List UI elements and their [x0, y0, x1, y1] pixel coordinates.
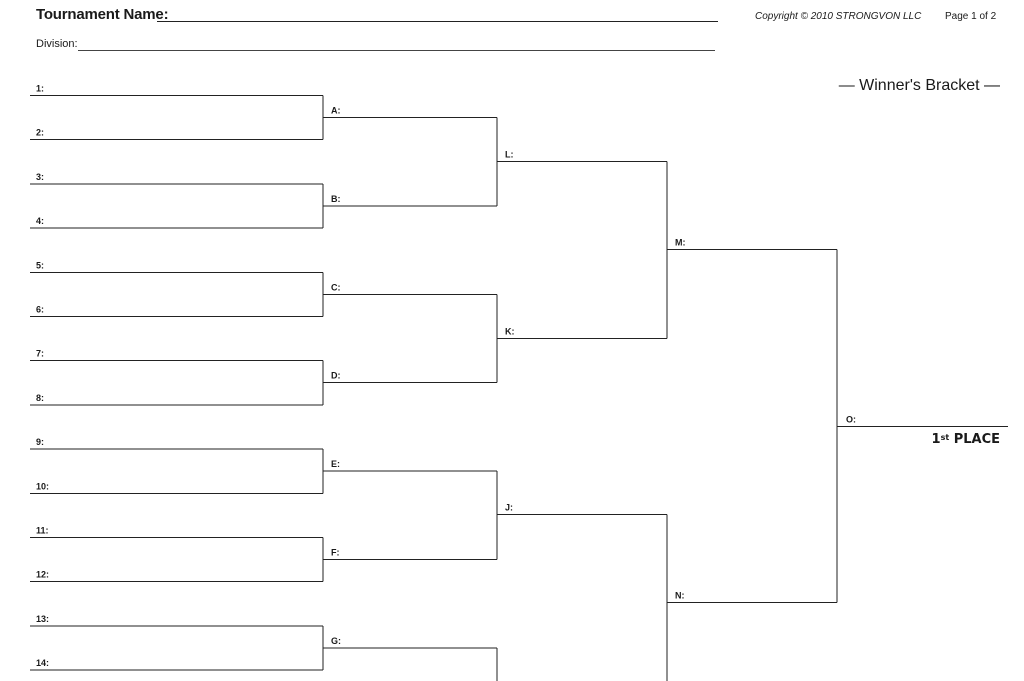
round4-slot-label[interactable]: N:: [675, 591, 685, 601]
round3-slot-label[interactable]: J:: [505, 503, 513, 513]
tournament-name-label: Tournament Name:: [36, 6, 169, 23]
tournament-name-field[interactable]: [157, 21, 718, 22]
page-indicator: Page 1 of 2: [945, 11, 997, 22]
round2-slot-label[interactable]: A:: [331, 106, 341, 116]
place-rank: 1: [931, 432, 941, 447]
entrant-slot-label[interactable]: 12:: [36, 570, 49, 580]
round2-slot-label[interactable]: F:: [331, 548, 340, 558]
entrant-slot-label[interactable]: 3:: [36, 172, 44, 182]
round3-slot-label[interactable]: K:: [505, 327, 515, 337]
entrant-slot-label[interactable]: 7:: [36, 349, 44, 359]
place-suffix: st: [940, 433, 950, 442]
round4-slot-label[interactable]: M:: [675, 238, 686, 248]
entrant-slot-label[interactable]: 1:: [36, 84, 44, 94]
entrant-slot-label[interactable]: 5:: [36, 260, 44, 270]
entrant-slot-label[interactable]: 8:: [36, 393, 44, 403]
round2-slot-label[interactable]: G:: [331, 636, 341, 646]
division-label: Division:: [36, 38, 78, 50]
round2-slot-label[interactable]: D:: [331, 371, 341, 381]
champion-slot-label[interactable]: O:: [846, 415, 856, 425]
bracket-heading: — Winner's Bracket —: [838, 77, 1000, 94]
entrant-slot-label[interactable]: 11:: [36, 526, 49, 536]
copyright-text: Copyright © 2010 STRONGVON LLC: [755, 11, 922, 22]
first-place-label: 1st PLACE: [932, 432, 1000, 447]
round2-slot-label[interactable]: C:: [331, 282, 341, 292]
place-text: PLACE: [953, 432, 1000, 447]
round3-slot-label[interactable]: L:: [505, 150, 514, 160]
entrant-slot-label[interactable]: 14:: [36, 658, 49, 668]
round2-slot-label[interactable]: B:: [331, 194, 341, 204]
entrant-slot-label[interactable]: 9:: [36, 437, 44, 447]
entrant-slot-label[interactable]: 6:: [36, 305, 44, 315]
entrant-slot-label[interactable]: 4:: [36, 216, 44, 226]
entrant-slot-label[interactable]: 13:: [36, 614, 49, 624]
entrant-slot-label[interactable]: 10:: [36, 481, 49, 491]
division-field[interactable]: [78, 50, 715, 51]
round2-slot-label[interactable]: E:: [331, 459, 340, 469]
entrant-slot-label[interactable]: 2:: [36, 128, 44, 138]
